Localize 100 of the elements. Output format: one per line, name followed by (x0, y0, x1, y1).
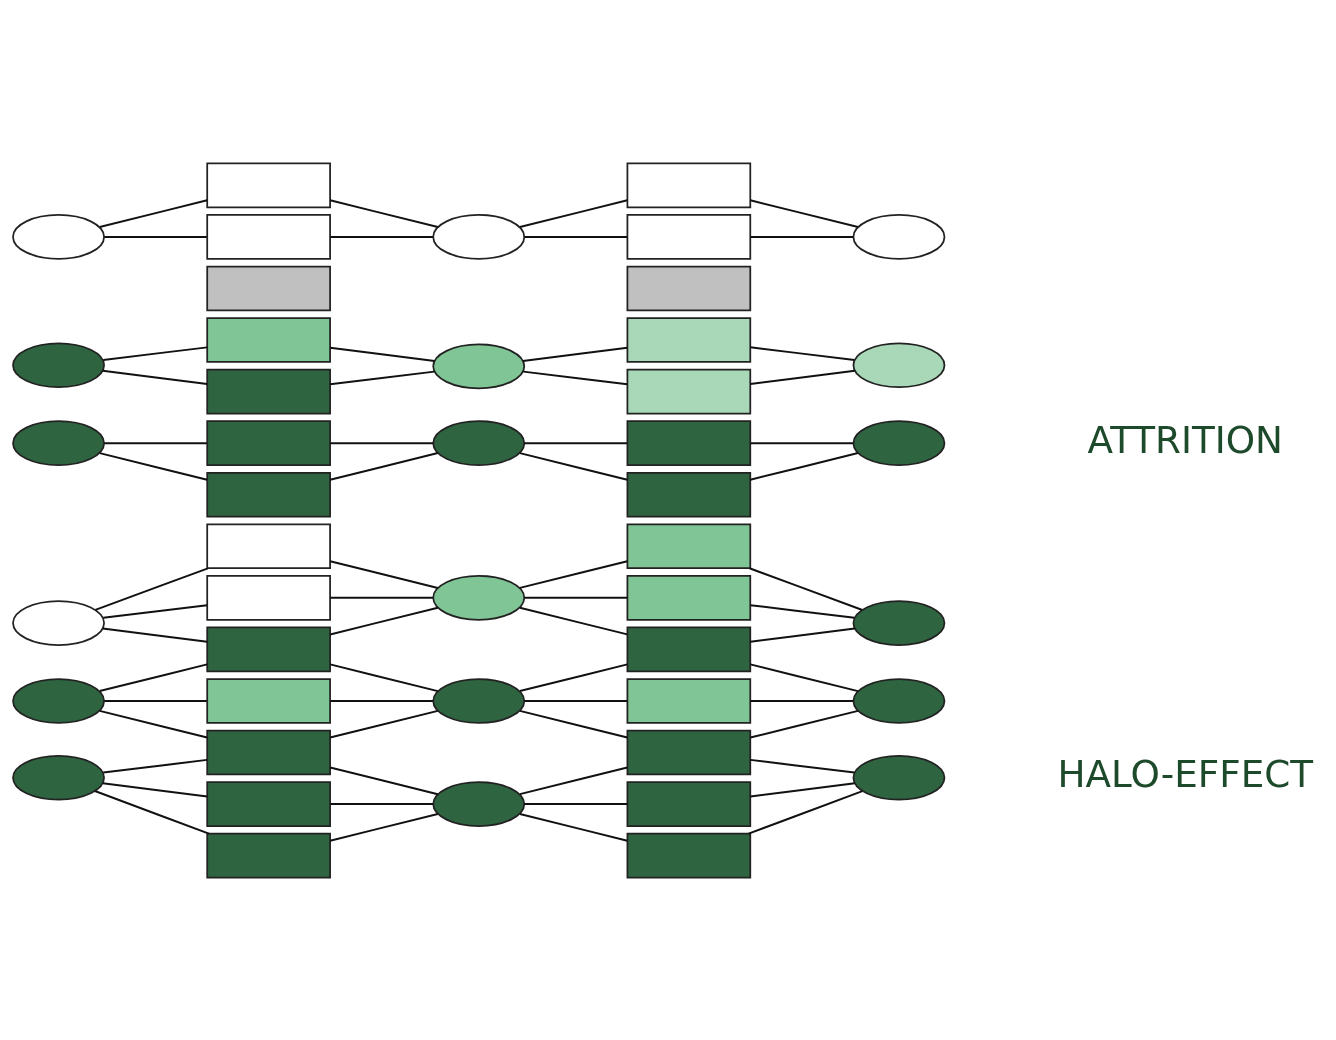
connector (747, 789, 864, 835)
label: HALO-EFFECT (1057, 751, 1314, 796)
connector (749, 451, 859, 481)
node-box (626, 162, 752, 208)
connector (523, 802, 629, 805)
connector (523, 441, 629, 444)
connector (518, 559, 629, 589)
node-ellipse (432, 780, 526, 827)
node-box (626, 729, 752, 775)
connector (518, 198, 629, 228)
node-box (626, 832, 752, 878)
connector (98, 662, 209, 692)
connector (93, 789, 210, 835)
connector (103, 235, 208, 238)
node-box (626, 626, 752, 672)
node-box (626, 780, 752, 827)
node-box (206, 574, 331, 621)
connector (329, 346, 436, 362)
connector (518, 812, 629, 842)
connector (748, 566, 864, 611)
connector (329, 370, 436, 385)
connector (329, 766, 439, 795)
connector (749, 198, 859, 228)
connector (101, 627, 209, 643)
node-box (206, 780, 331, 827)
node-box (206, 832, 331, 878)
connector (329, 662, 439, 692)
node-ellipse (12, 677, 105, 724)
connector (749, 781, 856, 797)
node-box (626, 316, 752, 363)
node-ellipse (852, 599, 946, 646)
connector (98, 451, 209, 481)
node-box (626, 265, 752, 311)
node-ellipse (432, 677, 526, 724)
connector (518, 662, 629, 692)
node-box (626, 419, 752, 466)
connector (749, 235, 855, 238)
node-ellipse (852, 341, 946, 388)
connector (329, 235, 434, 238)
connector (749, 709, 859, 739)
connector (329, 451, 439, 481)
node-ellipse (12, 754, 105, 801)
connector (518, 709, 629, 739)
node-box (206, 419, 331, 466)
node-box (206, 316, 331, 363)
connector (102, 345, 209, 361)
label: ATTRITION (1087, 417, 1284, 462)
connector (518, 451, 629, 481)
connector (103, 699, 208, 702)
connector (329, 596, 434, 599)
connector (749, 662, 859, 692)
node-box (626, 677, 752, 724)
node-box (206, 162, 331, 208)
connector (329, 606, 439, 635)
connector (329, 699, 434, 702)
connector (521, 346, 629, 362)
node-box (626, 522, 752, 569)
connector (523, 596, 629, 599)
node-box (206, 677, 331, 724)
connector (102, 603, 209, 619)
connector (94, 566, 209, 611)
connector (749, 345, 856, 361)
node-ellipse (12, 599, 105, 646)
connector (523, 235, 629, 238)
node-ellipse (852, 419, 946, 466)
node-ellipse (12, 419, 105, 466)
connector (522, 370, 629, 385)
node-box (206, 471, 331, 518)
node-ellipse (432, 213, 526, 260)
node-ellipse (12, 341, 105, 388)
connector (98, 198, 209, 228)
connector (102, 758, 209, 773)
connector (749, 441, 855, 444)
node-box (206, 265, 331, 311)
node-box (626, 368, 752, 414)
node-ellipse (12, 213, 105, 260)
connector (103, 441, 208, 444)
connector (749, 369, 856, 385)
connector (101, 781, 209, 797)
connector (329, 559, 439, 589)
connector (98, 709, 209, 739)
node-ellipse (852, 754, 946, 801)
node-box (206, 729, 331, 775)
node-ellipse (852, 213, 946, 260)
node-ellipse (432, 574, 526, 621)
node-box (626, 471, 752, 518)
connector (523, 699, 629, 702)
node-box (206, 522, 331, 569)
connector (518, 766, 629, 795)
node-box (626, 213, 752, 260)
connector (329, 812, 439, 842)
connector (329, 441, 434, 444)
node-box (206, 213, 331, 260)
node-box (626, 574, 752, 621)
node-box (206, 626, 331, 672)
node-ellipse (432, 343, 526, 389)
connector (101, 369, 209, 385)
connector (749, 603, 856, 619)
node-box (206, 368, 331, 414)
node-ellipse (432, 419, 526, 466)
